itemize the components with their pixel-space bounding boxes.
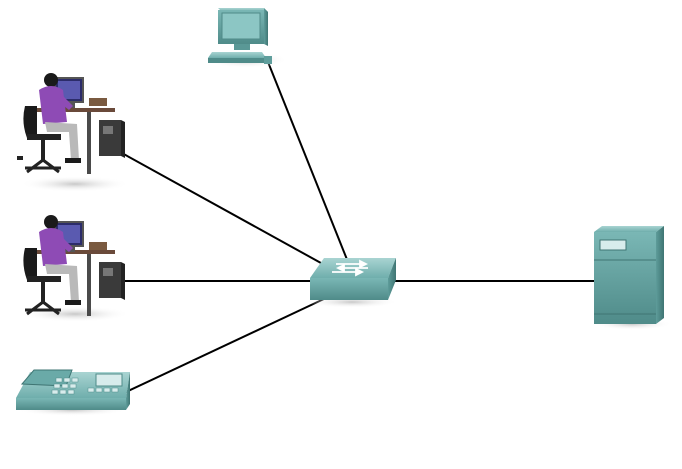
desktop-computer-icon[interactable] xyxy=(204,8,288,68)
ip-phone-icon[interactable] xyxy=(16,369,130,416)
switch-icon[interactable] xyxy=(306,258,398,308)
link-phone-switch xyxy=(125,297,327,393)
link-user1-switch xyxy=(119,151,331,269)
server-icon[interactable] xyxy=(592,226,672,330)
link-pc-switch xyxy=(267,61,349,263)
user-workstation-icon[interactable] xyxy=(17,73,130,192)
user-workstation-icon[interactable] xyxy=(20,215,130,322)
links xyxy=(119,61,596,393)
